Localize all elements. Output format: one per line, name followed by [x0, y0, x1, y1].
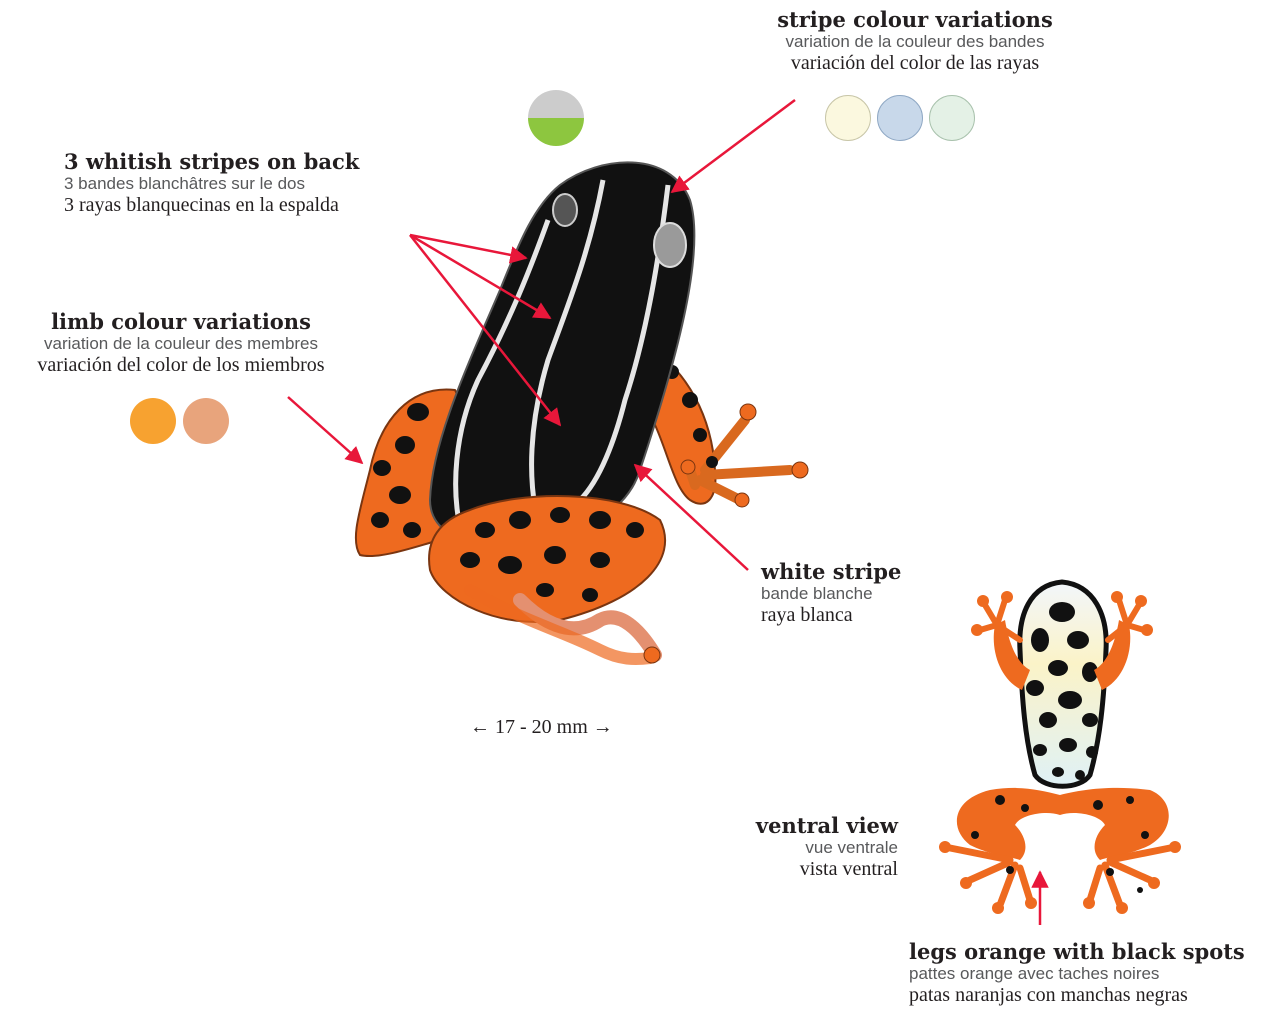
stripe-swatch-blue [877, 95, 923, 141]
stripe-swatch-cream [825, 95, 871, 141]
label-limb-colour-es: variación del color de los miembros [0, 354, 362, 377]
right-hind-leg [429, 496, 665, 663]
label-whitish-stripes: 3 whitish stripes on back 3 bandes blanc… [64, 150, 359, 217]
label-legs-orange: legs orange with black spots pattes oran… [909, 940, 1245, 1007]
label-whitish-stripes-es: 3 rayas blanquecinas en la espalda [64, 194, 359, 217]
label-stripe-colour-es: variación del color de las rayas [720, 52, 1110, 75]
label-ventral-view-es: vista ventral [700, 858, 898, 881]
limb-swatch-peach [183, 398, 229, 444]
label-stripe-colour-fr: variation de la couleur des bandes [720, 32, 1110, 52]
label-ventral-view-fr: vue ventrale [700, 838, 898, 858]
label-legs-orange-fr: pattes orange avec taches noires [909, 964, 1245, 984]
arrow-stripe-colour [672, 100, 795, 192]
belly-colour-swatch [528, 90, 584, 146]
label-white-stripe: white stripe bande blanche raya blanca [761, 560, 901, 627]
label-white-stripe-es: raya blanca [761, 604, 901, 627]
arrow-limb-colour [288, 397, 362, 463]
label-limb-colour: limb colour variations variation de la c… [0, 310, 362, 377]
limb-swatch-orange [130, 398, 176, 444]
ventral-frog [939, 582, 1181, 914]
label-stripe-colour-en: stripe colour variations [720, 8, 1110, 32]
label-limb-colour-en: limb colour variations [0, 310, 362, 334]
label-stripe-colour: stripe colour variations variation de la… [720, 8, 1110, 75]
label-legs-orange-en: legs orange with black spots [909, 940, 1245, 964]
label-whitish-stripes-en: 3 whitish stripes on back [64, 150, 359, 174]
label-white-stripe-en: white stripe [761, 560, 901, 584]
label-legs-orange-es: patas naranjas con manchas negras [909, 984, 1245, 1007]
label-ventral-view: ventral view vue ventrale vista ventral [700, 814, 898, 881]
size-indicator: ← 17 - 20 mm → [470, 716, 613, 739]
label-ventral-view-en: ventral view [700, 814, 898, 838]
label-whitish-stripes-fr: 3 bandes blanchâtres sur le dos [64, 174, 359, 194]
stripe-swatch-green [929, 95, 975, 141]
frog-eye [654, 223, 686, 267]
label-limb-colour-fr: variation de la couleur des membres [0, 334, 362, 354]
label-white-stripe-fr: bande blanche [761, 584, 901, 604]
